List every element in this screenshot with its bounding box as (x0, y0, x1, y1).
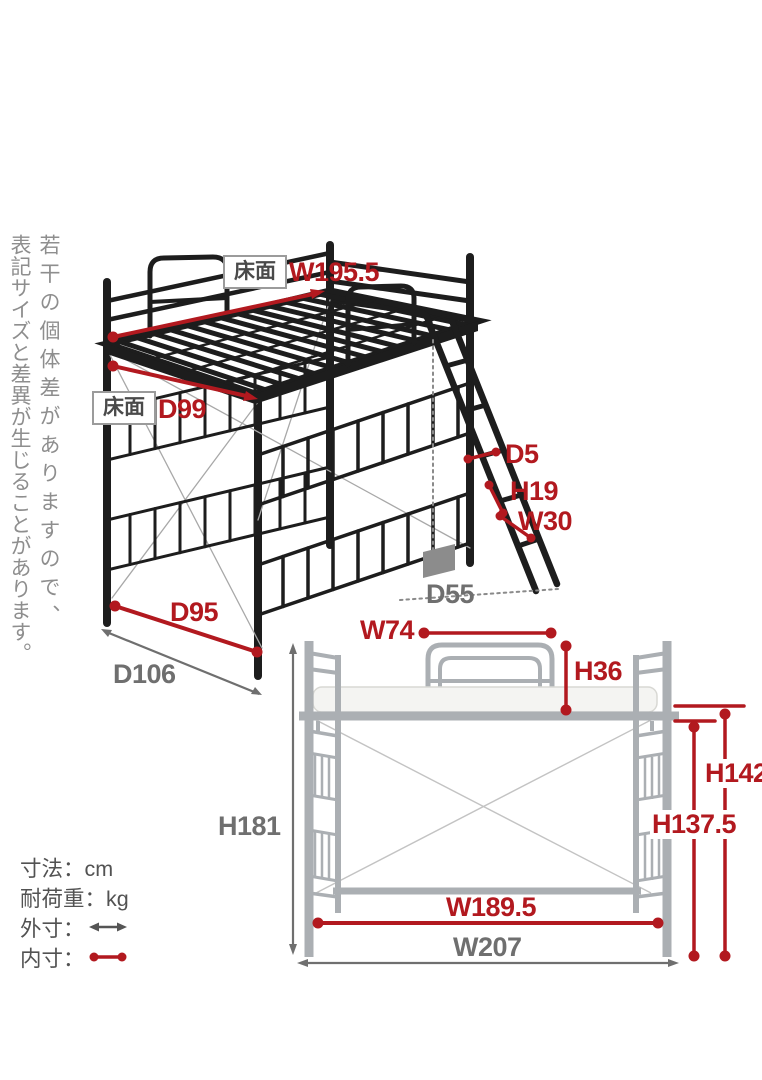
under-deck-height-value: H137.5 (650, 809, 739, 839)
ladder-rail-depth-value: D5 (505, 439, 539, 469)
outer-depth-value: D106 (113, 659, 176, 689)
legend-outer-dim: 外寸： (20, 912, 129, 942)
black-loftbed-illustration (94, 241, 561, 680)
note-line-2: 表記サイズと差異が生じることがあります。 (7, 234, 31, 664)
legend-outer-text: 外寸： (20, 916, 85, 941)
bed-deck (94, 287, 492, 404)
legend: 寸法：cm 耐荷重：kg 外寸： 内寸： (20, 852, 129, 972)
floor-surface-label-width: 床面 (223, 255, 287, 289)
ladder-floor-projection (399, 339, 559, 601)
top-red-dimensions (107, 289, 536, 658)
ladder-width-value: W30 (518, 506, 573, 536)
inner-depth-value: D95 (170, 597, 219, 627)
legend-units-text: 寸法：cm (20, 856, 114, 881)
legend-inner-dim: 内寸： (20, 942, 129, 972)
bottom-red-dimensions (312, 627, 746, 962)
floor-width-value: W195.5 (289, 257, 380, 287)
ladder-step-pitch-value: H19 (510, 476, 559, 506)
individual-variance-note: 若干の個体差がありますので、 表記サイズと差異が生じることがあります。 (4, 234, 62, 664)
total-height-value: H181 (218, 811, 281, 841)
bottom-gray-dimensions (289, 643, 679, 967)
left-end-frame (304, 641, 341, 957)
inner-width-value: W189.5 (446, 892, 537, 922)
top-gray-dimensions (101, 629, 262, 696)
ladder-floor-depth-value: D55 (426, 579, 475, 609)
note-line-1: 若干の個体差がありますので、 (36, 234, 60, 633)
right-end-frame (633, 641, 672, 957)
dot-line-icon (89, 952, 127, 962)
legend-load-text: 耐荷重：kg (20, 886, 129, 911)
outer-width-value: W207 (453, 932, 522, 962)
legend-units: 寸法：cm (20, 852, 129, 882)
silver-loftbed-illustration (299, 641, 679, 957)
under-rail-height-value: H142 (703, 759, 762, 788)
legend-load-capacity: 耐荷重：kg (20, 882, 129, 912)
headboard (425, 642, 555, 712)
double-arrow-icon (88, 922, 127, 932)
legend-inner-text: 内寸： (20, 946, 85, 971)
headboard-height-value: H36 (574, 656, 623, 686)
floor-depth-value: D99 (158, 394, 207, 424)
floor-surface-label-depth: 床面 (92, 391, 156, 425)
mattress (312, 686, 658, 713)
headboard-width-value: W74 (360, 615, 415, 645)
